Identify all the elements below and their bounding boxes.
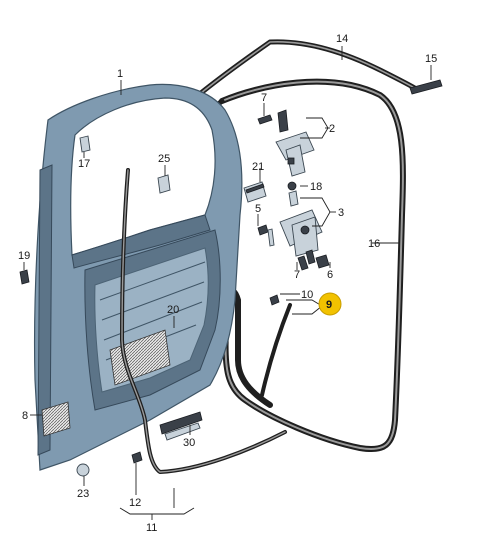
callout-19: 19 [18,250,30,262]
sound-deadening-pad [109,329,171,386]
clip-25 [157,174,171,194]
callout-2: 2 [329,123,335,135]
clip-10 [269,294,280,306]
grommet-23 [76,463,90,477]
callout-30: 30 [183,437,195,449]
seal-10 [260,303,292,397]
callout-5: 5 [255,203,261,215]
leader-lines [23,46,432,520]
cap-15 [409,79,443,95]
bolts-6 [305,249,330,269]
strip-30b [164,422,201,441]
bolts-7-upper [257,109,289,133]
callout-10: 10 [301,289,313,301]
highlight-marker-9 [318,292,342,316]
callout-12: 12 [129,497,141,509]
callout-18: 18 [310,181,322,193]
callout-3: 3 [338,207,344,219]
callout-9: 9 [326,299,332,311]
callout-7-upper: 7 [261,92,267,104]
callout-1: 1 [117,68,123,80]
callout-17: 17 [78,158,90,170]
clip-17 [79,135,91,153]
hinge-upper-2 [275,131,315,177]
callout-16: 16 [368,238,380,250]
callout-11: 11 [146,522,157,534]
hinge-lower-3 [279,209,323,257]
bolt-5 [257,224,269,236]
callout-23: 23 [77,488,89,500]
rail-seal-12 [120,168,287,474]
callout-7-lower: 7 [294,269,300,281]
bolts-7-lower [297,255,309,271]
stop-21-ribs [245,183,265,194]
callout-6: 6 [327,269,333,281]
pad-8 [41,401,71,437]
callout-25: 25 [158,153,170,165]
pin-5b [267,228,275,247]
strip-30 [159,411,203,435]
callout-labels: 1 14 15 7 2 25 17 21 18 5 3 16 19 7 6 10… [18,33,437,534]
clip-12 [131,451,143,464]
nut-18 [287,181,297,191]
callout-20: 20 [167,304,179,316]
plug-19 [19,269,30,285]
callout-8: 8 [22,410,28,422]
washer-18 [288,190,299,207]
callout-21: 21 [252,161,264,173]
callout-15: 15 [425,53,437,65]
callout-14: 14 [336,33,348,45]
